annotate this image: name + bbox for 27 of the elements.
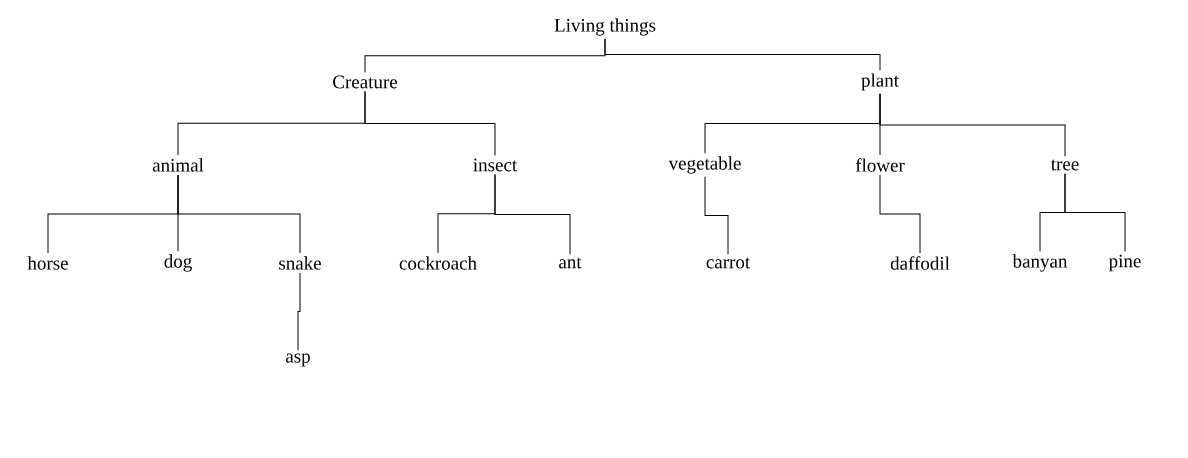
connector-line: [604, 38, 881, 71]
connector-line: [1064, 173, 1126, 252]
connector-line: [879, 174, 921, 254]
tree-label: pine: [1108, 254, 1141, 272]
tree-label: tree: [1050, 159, 1079, 171]
tree-label: Creature: [333, 75, 398, 89]
tree-label: vegetable: [668, 156, 741, 174]
connector-line: [494, 174, 571, 255]
tree-label: dog: [164, 254, 192, 272]
tree-label: horse: [27, 256, 68, 270]
connector-line: [704, 176, 729, 255]
tree-label: ant: [559, 257, 582, 269]
tree-label: Living things: [554, 18, 656, 36]
tree-label: cockroach: [399, 256, 477, 270]
connector-line: [297, 272, 301, 351]
tree-label: banyan: [1012, 254, 1068, 272]
connector-line: [879, 93, 1066, 157]
connector-line: [177, 174, 301, 254]
tree-label: carrot: [706, 257, 751, 269]
tree-label: animal: [152, 158, 204, 172]
tree-label: asp: [286, 353, 310, 367]
tree-label: insect: [473, 158, 518, 172]
tree-label: plant: [861, 73, 899, 91]
tree-label: flower: [855, 158, 905, 172]
tree-label: snake: [279, 256, 321, 270]
tree-label: daffodil: [890, 256, 950, 270]
connector-line: [364, 91, 496, 156]
